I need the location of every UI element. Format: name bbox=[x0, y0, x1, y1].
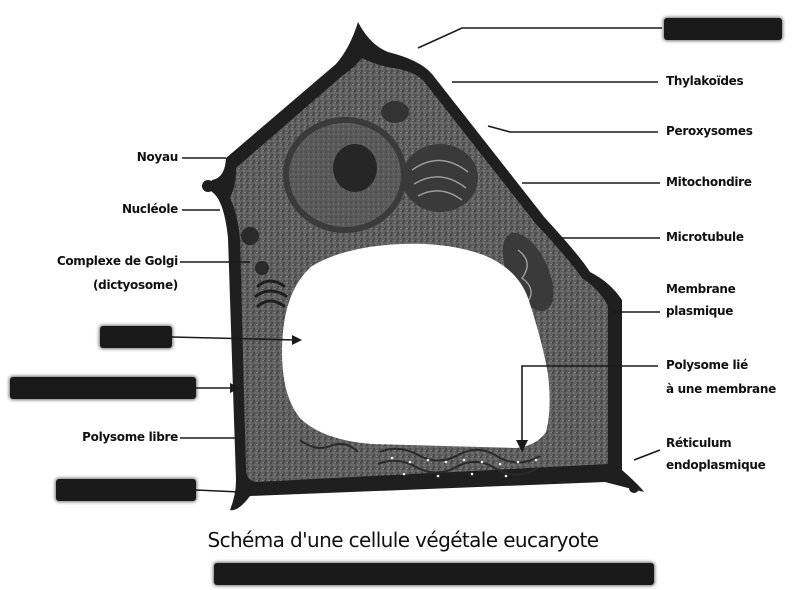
redacted-label-top-right bbox=[664, 18, 782, 40]
label-polysome-lie-line2: à une membrane bbox=[666, 382, 776, 397]
label-membrane-plasmique-line2: plasmique bbox=[666, 304, 733, 319]
label-nucleole: Nucléole bbox=[60, 202, 178, 217]
leader-line-top-redacted bbox=[418, 28, 662, 48]
label-peroxysomes: Peroxysomes bbox=[666, 124, 753, 139]
label-polysome-lie-line1: Polysome lié bbox=[666, 358, 748, 373]
label-microtubule: Microtubule bbox=[666, 230, 744, 245]
label-mitochondrie: Mitochondire bbox=[666, 175, 752, 190]
label-noyau: Noyau bbox=[80, 150, 178, 165]
label-golgi-line1: Complexe de Golgi bbox=[8, 254, 178, 269]
redacted-caption-bottom bbox=[214, 563, 654, 585]
label-thylakoides: Thylakoïdes bbox=[666, 74, 743, 89]
chloroplast bbox=[402, 144, 478, 212]
vacuole bbox=[282, 244, 550, 448]
leader-line-peroxysomes bbox=[488, 126, 658, 132]
label-reticulum-line1: Réticulum bbox=[666, 436, 731, 451]
diagram-title: Schéma d'une cellule végétale eucaryote bbox=[150, 528, 656, 552]
leader-line-left-redacted-3 bbox=[196, 490, 240, 492]
redacted-label-left-1 bbox=[100, 326, 172, 348]
leader-line-reticulum bbox=[634, 450, 660, 460]
redacted-label-left-3 bbox=[56, 479, 196, 501]
label-golgi-line2: (dictyosome) bbox=[8, 278, 178, 293]
label-reticulum-line2: endoplasmique bbox=[666, 458, 765, 473]
peroxisome bbox=[381, 101, 409, 123]
label-membrane-plasmique-line1: Membrane bbox=[666, 282, 735, 297]
nucleolus bbox=[333, 144, 377, 192]
label-polysome-libre: Polysome libre bbox=[8, 430, 178, 445]
redacted-label-left-2 bbox=[10, 377, 196, 399]
